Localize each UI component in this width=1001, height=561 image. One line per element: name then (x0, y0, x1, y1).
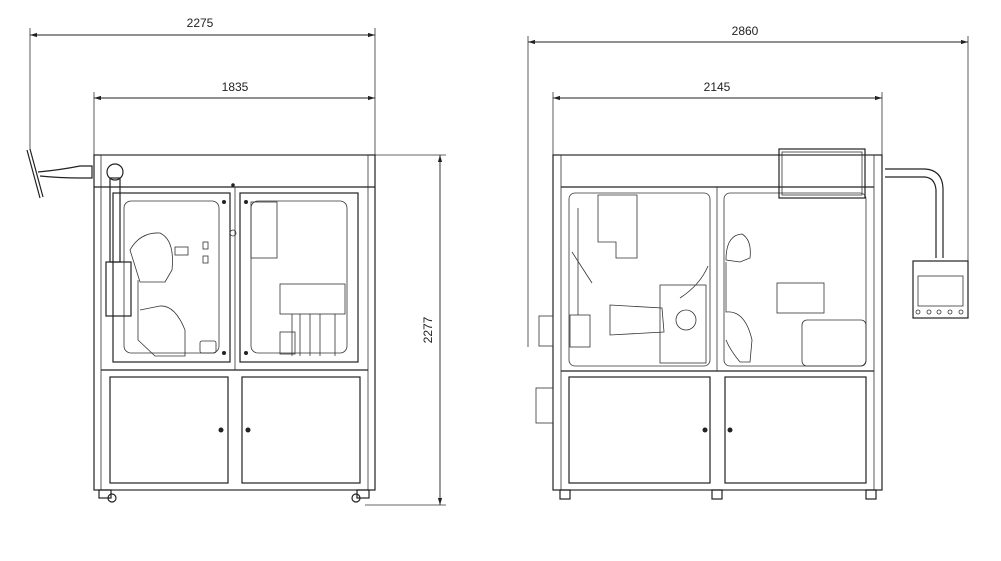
dimension-label: 2145 (704, 80, 731, 94)
monitor-arm (26, 148, 93, 199)
window-left (568, 192, 711, 367)
top-monitor (778, 148, 866, 199)
equipment (250, 201, 346, 356)
cabinet-door-right (724, 376, 867, 484)
leveling-feet (559, 489, 877, 500)
robot-arm (725, 233, 867, 367)
window-right (723, 192, 867, 367)
dimension-label: 1835 (222, 80, 249, 94)
dimension-height: 2277 (365, 154, 446, 506)
dimension-label: 2860 (732, 24, 759, 38)
side-view: 2860 2145 (527, 24, 969, 500)
dimension-overall-width: 2860 (527, 24, 969, 347)
machine-frame (552, 154, 883, 491)
teach-pendant (885, 168, 969, 319)
robot-arm (129, 232, 217, 357)
equipment (569, 194, 709, 364)
machine-frame (93, 154, 376, 491)
control-box (105, 261, 132, 317)
window-left (112, 192, 231, 363)
dimension-frame-width: 1835 (93, 80, 375, 155)
window-right (239, 192, 359, 363)
caster-wheels (98, 489, 370, 503)
front-view: 2275 1835 2277 (26, 16, 446, 506)
dimension-frame-width: 2145 (552, 80, 883, 155)
pendant-screen (917, 275, 964, 307)
dimension-label: 2275 (187, 16, 214, 30)
cabinet-door-right (241, 376, 361, 484)
cable-column (105, 163, 132, 317)
dimension-label: 2277 (421, 316, 435, 343)
cabinet-door-left (109, 376, 229, 484)
cabinet-door-left (568, 376, 711, 484)
dimension-overall-width: 2275 (29, 16, 376, 155)
